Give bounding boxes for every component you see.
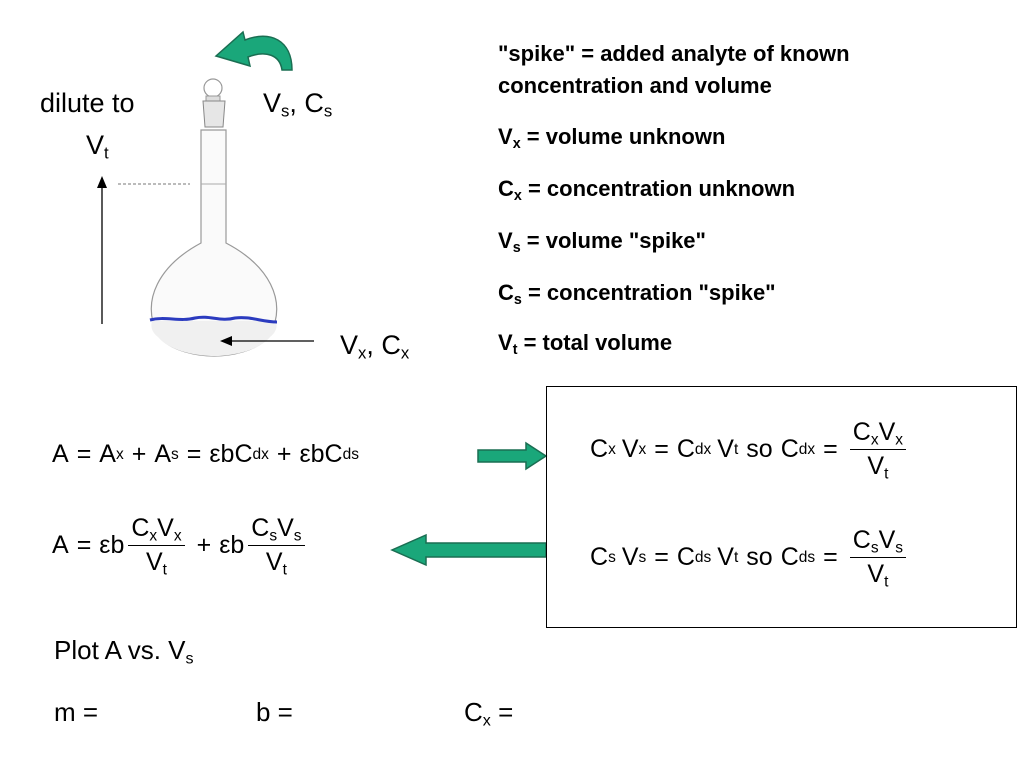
- dilution-equations-box: [546, 386, 1017, 628]
- slope-label: m =: [54, 697, 99, 727]
- right-arrow-icon: [477, 441, 548, 471]
- intercept-label: b =: [256, 697, 293, 727]
- cx-result-label: Cx =: [464, 697, 514, 730]
- curved-arrow-icon: [214, 30, 293, 71]
- spike-definition: "spike" = added analyte of known concent…: [498, 41, 850, 98]
- flask-body: [149, 129, 278, 357]
- vt-definition: Vt = total volume: [498, 330, 673, 358]
- dilute-to-label: dilute to: [40, 88, 135, 118]
- absorbance-expanded-equation: A = εb CxVx Vt + εb CsVs Vt: [52, 514, 309, 578]
- volumetric-flask-illustration: [97, 30, 314, 357]
- fraction-cs-vs-over-vt-box: CsVs Vt: [849, 526, 906, 590]
- dilute-up-arrow-icon: [97, 176, 107, 324]
- cs-definition: Cs = concentration "spike": [498, 280, 776, 308]
- liquid-pointer-arrow-icon: [220, 336, 314, 346]
- plot-instruction: Plot A vs. Vs: [54, 635, 194, 668]
- vx-cx-label: Vx, Cx: [340, 330, 410, 363]
- vx-definition: Vx = volume unknown: [498, 124, 726, 152]
- flask-stopper: [202, 78, 226, 128]
- vs-definition: Vs = volume "spike": [498, 228, 706, 256]
- vs-cs-label: Vs, Cs: [263, 88, 333, 121]
- fraction-cx-vx-over-vt: CxVx Vt: [128, 514, 185, 578]
- fraction-cs-vs-over-vt: CsVs Vt: [248, 514, 305, 578]
- vt-flask-label: Vt: [86, 130, 109, 163]
- cx-definition: Cx = concentration unknown: [498, 176, 796, 204]
- fraction-cx-vx-over-vt-box: CxVx Vt: [849, 418, 906, 482]
- left-arrow-icon: [390, 533, 547, 567]
